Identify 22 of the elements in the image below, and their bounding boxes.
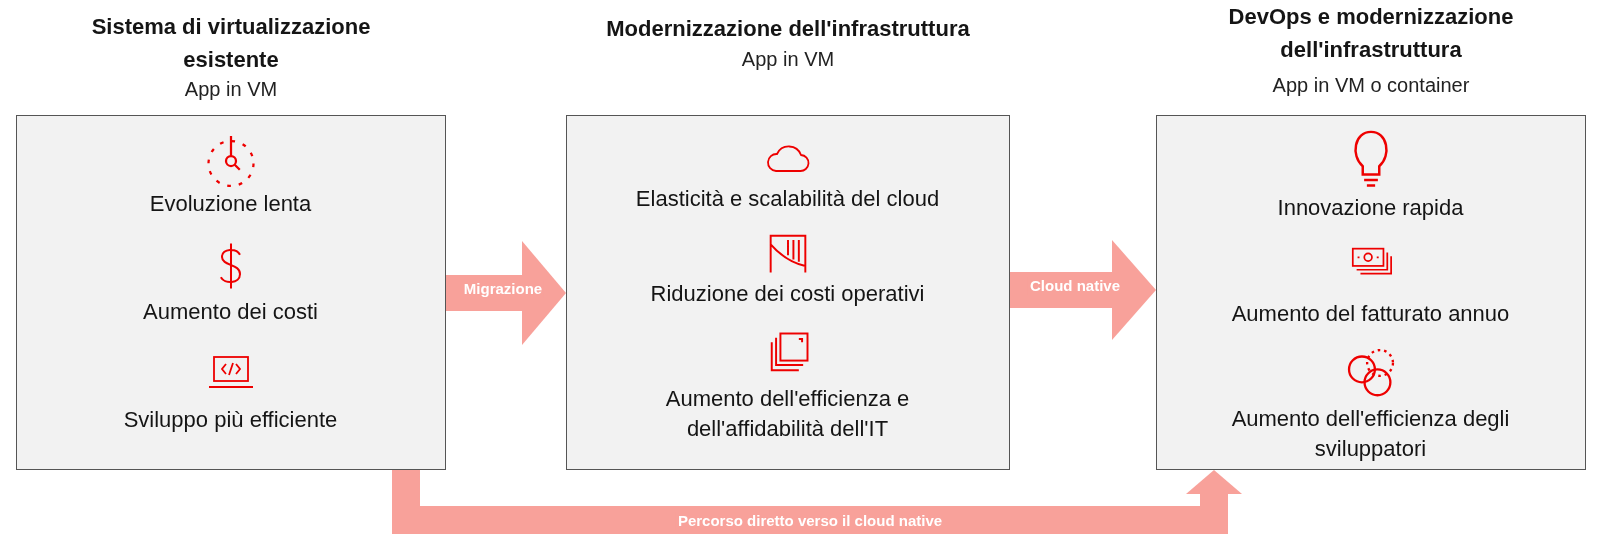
benefit-text: Aumento dell'efficienza degli sviluppatori [1230, 405, 1511, 463]
block-arrow [392, 470, 1242, 534]
block-arrow [1010, 240, 1156, 340]
panel-heading: Sistema di virtualizzazione esistente [90, 13, 372, 74]
feature-panel [16, 115, 446, 470]
panel-subtitle: App in VM [183, 77, 279, 102]
panel-subtitle: App in VM [740, 47, 836, 72]
benefit-text: Riduzione dei costi operativi [649, 280, 926, 308]
benefit-text: Evoluzione lenta [148, 190, 313, 218]
benefit-text: Elasticità e scalabilità del cloud [634, 185, 941, 213]
feature-panel [566, 115, 1010, 470]
panel-subtitle: App in VM o container [1271, 73, 1471, 98]
panel-heading: DevOps e modernizzazione dell'infrastruttura [1227, 3, 1515, 64]
edge-label: Migrazione [461, 280, 545, 298]
benefit-text: Sviluppo più efficiente [122, 406, 339, 434]
feature-panel [1156, 115, 1586, 470]
panel-heading: Modernizzazione dell'infrastruttura [605, 15, 971, 43]
benefit-text: Aumento dell'efficienza e dell'affidabilità dell'IT [664, 385, 911, 443]
benefit-text: Aumento del fatturato annuo [1230, 300, 1511, 328]
benefit-text: Innovazione rapida [1276, 194, 1465, 222]
block-arrow [446, 241, 566, 345]
benefit-text: Aumento dei costi [142, 298, 319, 326]
